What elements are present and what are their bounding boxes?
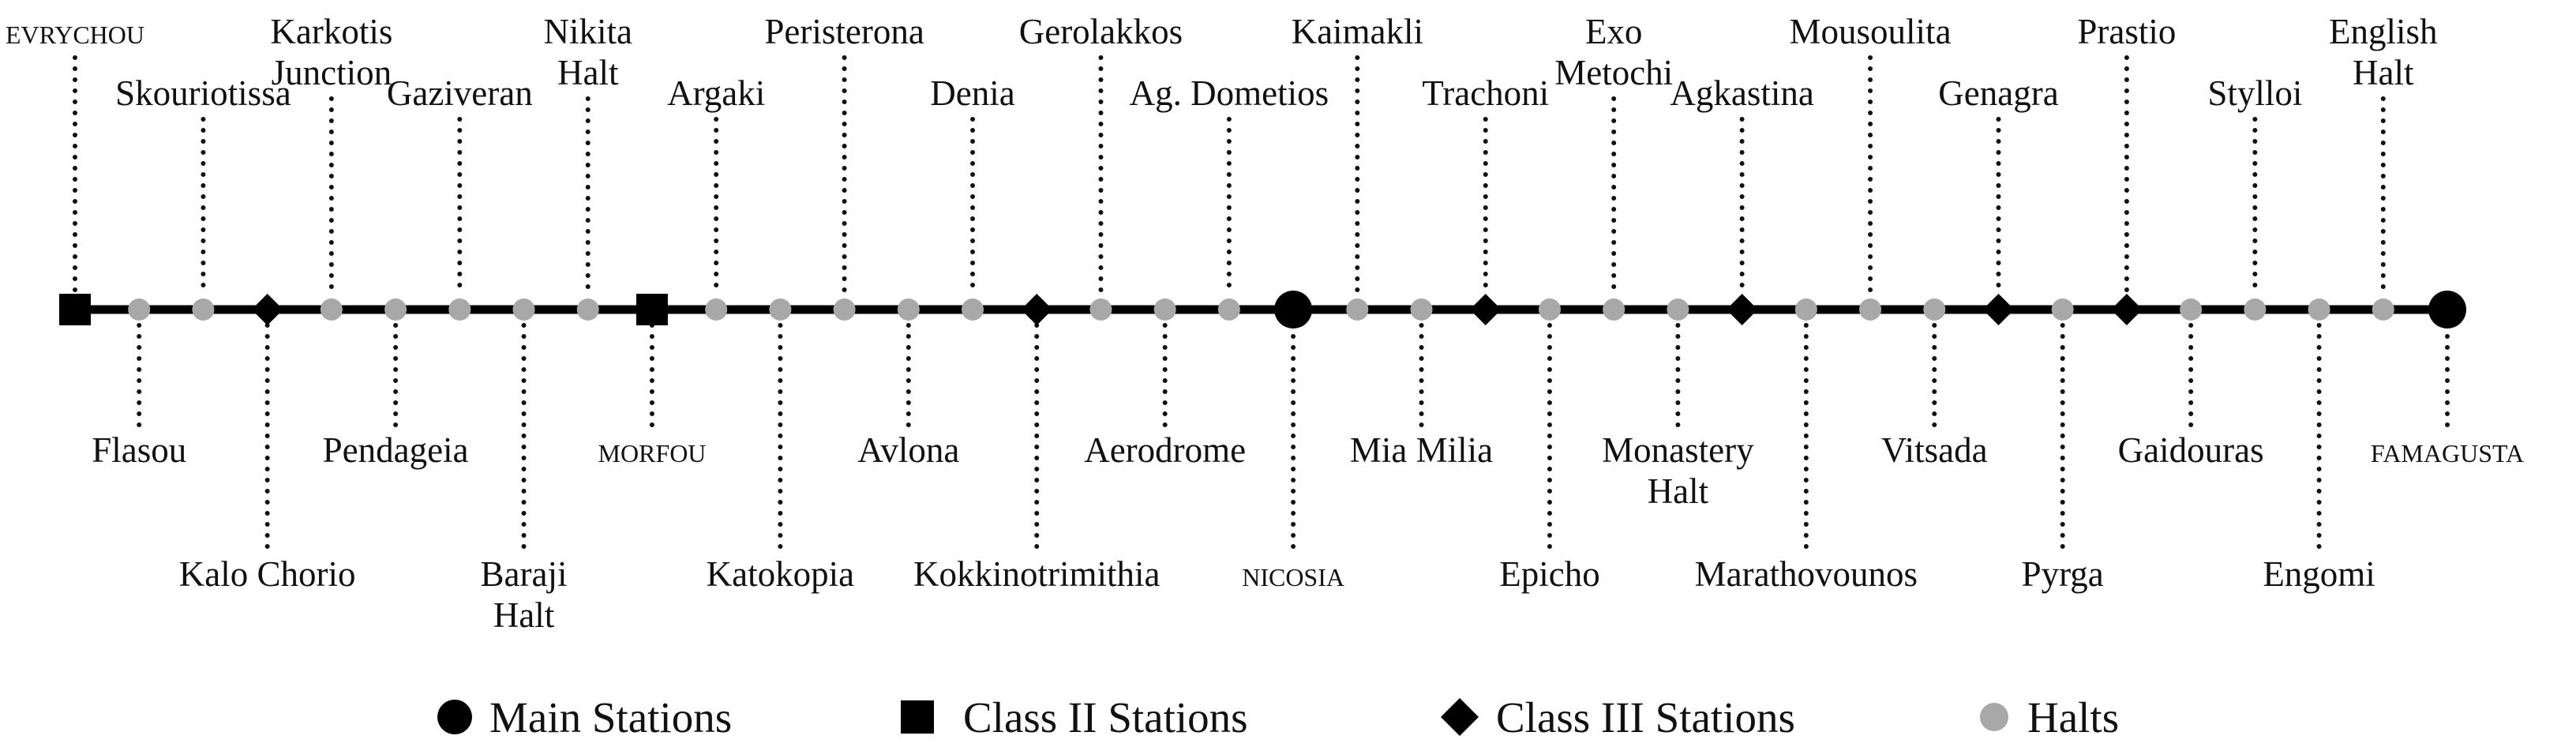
station-marker-nicosia	[1274, 291, 1313, 328]
station-label-kaimakli: Kaimakli	[1292, 12, 1423, 51]
legend: Main Stations Class II Stations Class II…	[437, 693, 2119, 741]
station-label-denia: Denia	[930, 73, 1014, 113]
station-label-skouriotissa: Skouriotissa	[115, 73, 291, 113]
station-label-trachoni: Trachoni	[1422, 73, 1549, 113]
station-label-pyrga: Pyrga	[2022, 554, 2104, 594]
station-marker-argaki	[705, 298, 728, 321]
legend-item-main: Main Stations	[437, 693, 732, 741]
station-marker-kaimakli	[1346, 298, 1369, 321]
station-label-gaidouras: Gaidouras	[2118, 430, 2264, 470]
station-marker-english-halt	[2372, 298, 2394, 321]
station-label-prastio: Prastio	[2077, 12, 2176, 51]
station-marker-peristerona	[833, 298, 856, 321]
station-marker-monastery-halt	[1667, 298, 1689, 321]
leader-lines	[73, 55, 2450, 553]
station-label-pendageia: Pendageia	[323, 430, 469, 470]
legend-item-class3: Class III Stations	[1441, 693, 1795, 741]
station-label-flasou: Flasou	[92, 430, 186, 470]
station-label-kokkinotrimithia: Kokkinotrimithia	[913, 554, 1161, 594]
station-label-peristerona: Peristerona	[764, 12, 924, 51]
station-marker-denia	[962, 298, 984, 321]
station-marker-katokopia	[769, 298, 792, 321]
station-marker-nikita-halt	[576, 298, 599, 321]
station-marker-ag-dometios	[1217, 298, 1240, 321]
station-marker-evrychou	[59, 294, 91, 325]
station-label-mousoulita: Mousoulita	[1790, 12, 1952, 51]
station-marker-avlona	[897, 298, 920, 321]
station-label-vitsada: Vitsada	[1881, 430, 1988, 470]
station-marker-skouriotissa	[192, 298, 215, 321]
station-label-gaziveran: Gaziveran	[387, 73, 533, 113]
station-label-katokopia: Katokopia	[707, 554, 854, 594]
legend-class2-station-icon	[901, 700, 934, 734]
station-label-gerolakkos: Gerolakkos	[1019, 12, 1183, 51]
station-label-genagra: Genagra	[1938, 73, 2058, 113]
station-marker-stylloi	[2244, 298, 2267, 321]
station-marker-aerodrome	[1153, 298, 1176, 321]
station-marker-marathovounos	[1794, 298, 1817, 321]
station-markers	[59, 291, 2466, 328]
station-label-stylloi: Stylloi	[2207, 73, 2302, 113]
station-label-epicho: Epicho	[1499, 554, 1599, 594]
station-label-nicosia: NICOSIA	[1242, 563, 1344, 591]
station-marker-vitsada	[1923, 298, 1946, 321]
station-marker-epicho	[1538, 298, 1561, 321]
station-label-mia-milia: Mia Milia	[1350, 430, 1493, 470]
legend-class3-label: Class III Stations	[1496, 693, 1795, 741]
station-marker-karkotis-junction	[320, 298, 343, 321]
station-label-evrychou: EVRYCHOU	[6, 21, 144, 49]
legend-halts-label: Halts	[2027, 693, 2119, 741]
station-marker-flasou	[128, 298, 151, 321]
station-marker-gaidouras	[2180, 298, 2203, 321]
station-marker-baraji-halt	[512, 298, 535, 321]
station-marker-pendageia	[384, 298, 407, 321]
station-marker-trachoni	[1469, 294, 1502, 325]
legend-item-halts: Halts	[1980, 693, 2119, 741]
station-marker-exo-metochi	[1603, 298, 1625, 321]
station-marker-gerolakkos	[1089, 298, 1112, 321]
station-marker-genagra	[1982, 294, 2015, 325]
station-label-famagusta: FAMAGUSTA	[2371, 439, 2524, 467]
legend-main-station-icon	[437, 700, 472, 734]
station-label-argaki: Argaki	[667, 73, 765, 113]
station-marker-engomi	[2308, 298, 2330, 321]
station-marker-famagusta	[2428, 291, 2466, 328]
station-marker-agkastina	[1726, 294, 1758, 325]
station-marker-mousoulita	[1859, 298, 1882, 321]
station-label-engomi: Engomi	[2263, 554, 2375, 594]
station-marker-gaziveran	[448, 298, 471, 321]
station-marker-pyrga	[2051, 298, 2074, 321]
legend-halt-icon	[1980, 703, 2008, 731]
station-marker-mia-milia	[1410, 298, 1433, 321]
legend-class3-station-icon	[1441, 698, 1479, 736]
station-label-kalo-chorio: Kalo Chorio	[179, 554, 356, 594]
station-marker-prastio	[2110, 294, 2143, 325]
station-label-morfou: MORFOU	[598, 439, 706, 467]
station-label-avlona: Avlona	[857, 430, 959, 470]
legend-class2-label: Class II Stations	[963, 693, 1248, 741]
station-marker-kokkinotrimithia	[1021, 294, 1053, 325]
station-marker-kalo-chorio	[251, 294, 283, 325]
legend-main-label: Main Stations	[489, 693, 732, 741]
station-label-aerodrome: Aerodrome	[1084, 430, 1246, 470]
station-label-ag-dometios: Ag. Dometios	[1130, 73, 1329, 113]
station-label-marathovounos: Marathovounos	[1695, 554, 1918, 594]
station-marker-morfou	[636, 294, 668, 325]
station-label-agkastina: Agkastina	[1670, 73, 1813, 113]
legend-item-class2: Class II Stations	[901, 693, 1248, 741]
